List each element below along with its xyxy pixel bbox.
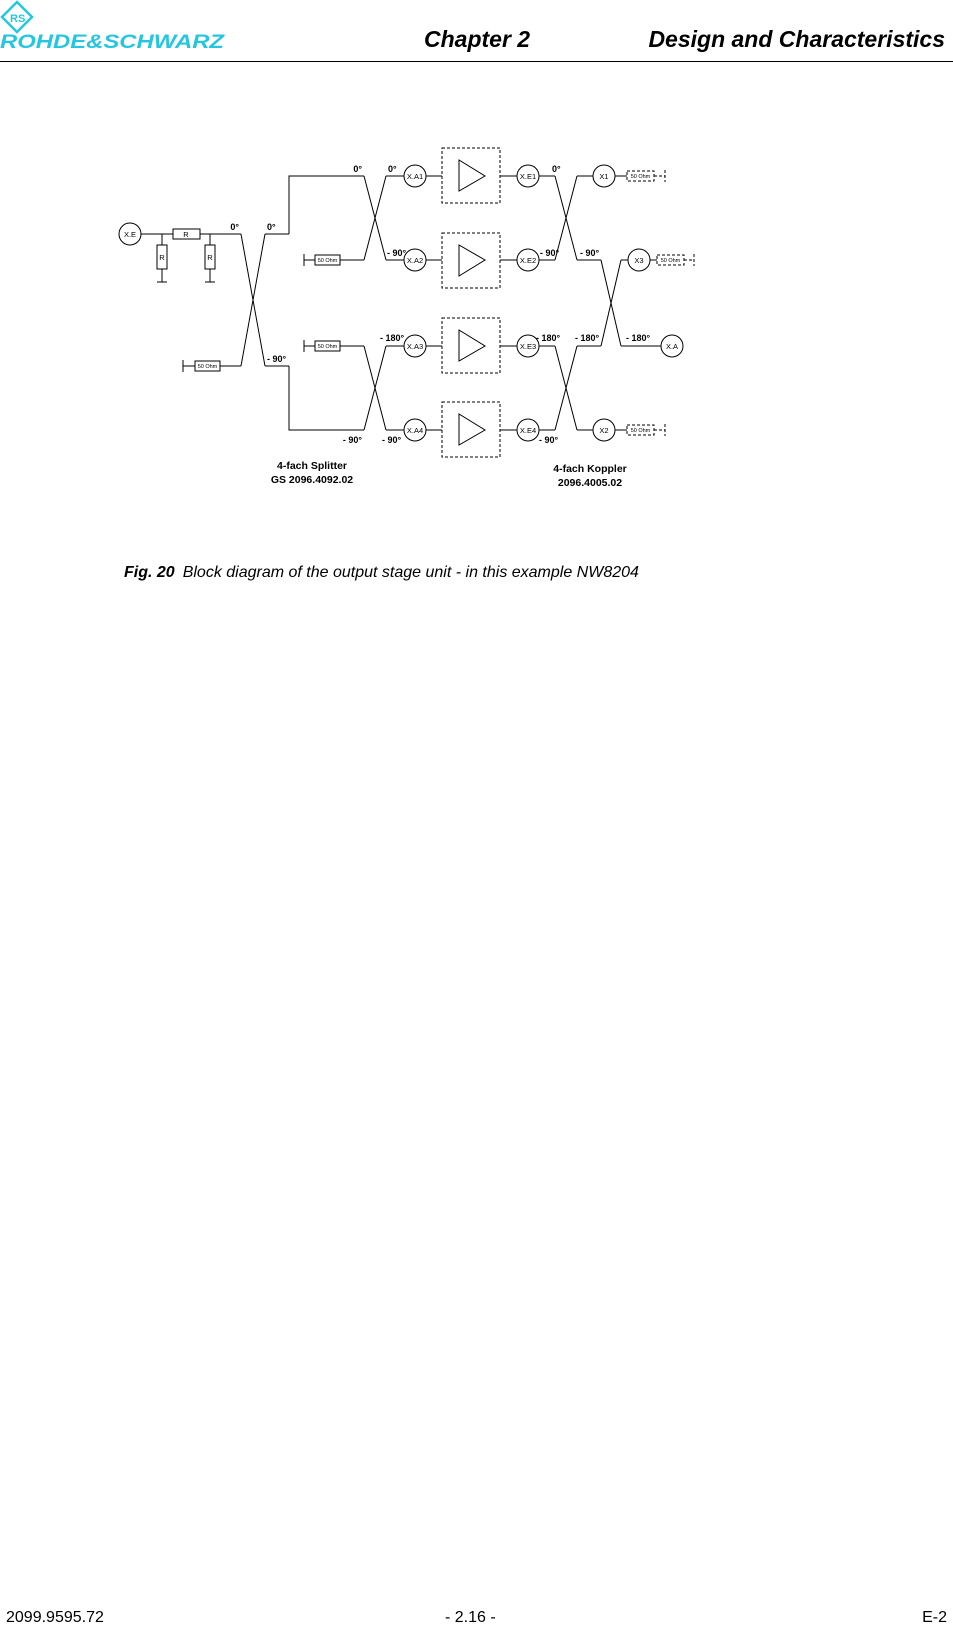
shunt-resistor-1: R (156, 234, 168, 283)
load-label: 50 Ohm (318, 258, 338, 264)
load-resistor-x1: 50 Ohm (626, 170, 666, 182)
amp-input-port-1: X.A1 (403, 164, 427, 188)
amp-input-label: X.A3 (407, 342, 423, 351)
amp-output-port-1: X.E1 (516, 164, 540, 188)
amplifier-2 (426, 232, 517, 289)
amplifier-1 (426, 147, 517, 204)
amplifier-4 (426, 401, 517, 458)
amp-input-label: X.A1 (407, 172, 423, 181)
load-label: 50 Ohm (631, 428, 651, 434)
coupler-port-x2: X2 (592, 418, 616, 442)
amp-input-label: X.A2 (407, 256, 423, 265)
amp-input-label: X.A4 (407, 426, 423, 435)
load-label: 50 Ohm (318, 344, 338, 350)
phase-label: - 180° (626, 333, 651, 343)
input-port: X.E (118, 222, 142, 246)
load-resistor-splitter-2: 50 Ohm (303, 254, 341, 266)
splitter-part-number: GS 2096.4092.02 (271, 474, 353, 486)
edition-code: E-2 (922, 1609, 947, 1626)
rohde-schwarz-logo: RS ROHDE&SCHWARZ (0, 0, 226, 53)
coupler-label: 4-fach Koppler (553, 463, 627, 475)
load-label: 50 Ohm (198, 364, 218, 370)
phase-label: 0° (353, 164, 362, 174)
shunt-resistor-1-label: R (159, 253, 165, 262)
phase-label: - 180° (575, 333, 600, 343)
coupler-port-label: X1 (599, 172, 608, 181)
phase-label: - 90° (343, 435, 363, 445)
splitter-label: 4-fach Splitter (277, 460, 347, 472)
page-header: RS ROHDE&SCHWARZ Chapter 2 Design and Ch… (0, 0, 953, 62)
block-diagram: .ln { stroke: #000; stroke-width: 1; fil… (115, 138, 945, 540)
phase-label: - 90° (387, 248, 407, 258)
phase-label: - 90° (382, 435, 402, 445)
series-resistor: R (172, 228, 201, 240)
phase-label: 0° (230, 222, 239, 232)
load-resistor-x2: 50 Ohm (626, 424, 666, 436)
phase-label: - 180° (380, 333, 405, 343)
coupler-port-label: X2 (599, 426, 608, 435)
amp-input-port-2: X.A2 (403, 248, 427, 272)
svg-text:RS: RS (10, 13, 25, 25)
header-divider (0, 61, 953, 62)
amp-output-label: X.E2 (520, 256, 536, 265)
amplifier-3 (426, 317, 517, 374)
phase-label: - 90° (267, 354, 287, 364)
page-number: - 2.16 - (445, 1609, 496, 1626)
phase-label: - 180° (536, 333, 561, 343)
logo-diamond-icon: RS (0, 0, 34, 34)
load-resistor-splitter-3: 50 Ohm (303, 340, 341, 352)
shunt-resistor-2-label: R (207, 253, 213, 262)
phase-label: - 90° (539, 435, 559, 445)
output-port: X.A (660, 334, 684, 358)
amp-output-label: X.E1 (520, 172, 536, 181)
phase-label: 0° (388, 164, 397, 174)
load-label: 50 Ohm (631, 174, 651, 180)
section-title: Design and Characteristics (648, 26, 945, 52)
phase-label: 0° (267, 222, 276, 232)
output-port-label: X.A (666, 342, 678, 351)
amp-output-label: X.E3 (520, 342, 536, 351)
amp-output-port-4: X.E4 (516, 418, 540, 442)
coupler-part-number: 2096.4005.02 (558, 477, 622, 489)
amp-output-port-2: X.E2 (516, 248, 540, 272)
shunt-resistor-2: R (204, 234, 216, 283)
coupler-port-x1: X1 (592, 164, 616, 188)
phase-label: - 90° (540, 248, 560, 258)
phase-label: 0° (552, 164, 561, 174)
coupler-port-x3: X3 (627, 248, 651, 272)
coupler-port-label: X3 (634, 256, 643, 265)
figure-caption-text: Block diagram of the output stage unit -… (182, 564, 639, 581)
amp-input-port-3: X.A3 (403, 334, 427, 358)
load-label: 50 Ohm (661, 258, 681, 264)
amp-output-label: X.E4 (520, 426, 536, 435)
figure-caption: Fig. 20 Block diagram of the output stage… (124, 564, 639, 582)
load-resistor-x3: 50 Ohm (656, 254, 695, 266)
chapter-title: Chapter 2 (424, 26, 531, 52)
phase-label: - 90° (580, 248, 600, 258)
amp-input-port-4: X.A4 (403, 418, 427, 442)
logo-wordmark: ROHDE&SCHWARZ (0, 32, 226, 53)
document-number: 2099.9595.72 (6, 1609, 104, 1626)
series-resistor-label: R (183, 230, 189, 239)
input-port-label: X.E (124, 230, 136, 239)
load-resistor-splitter-1: 50 Ohm (182, 360, 221, 372)
figure-number: Fig. 20 (124, 564, 175, 581)
